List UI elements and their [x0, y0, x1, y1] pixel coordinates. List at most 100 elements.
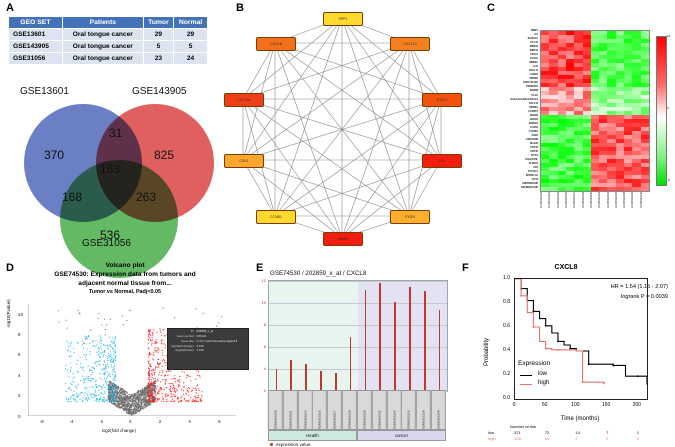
heatmap-cell — [607, 175, 616, 179]
network-node-col1a1[interactable]: COL1A1 — [224, 93, 264, 107]
volcano-point — [96, 398, 98, 400]
volcano-point — [194, 387, 197, 389]
volcano-point — [172, 378, 175, 380]
expression-bar[interactable] — [394, 301, 396, 391]
heatmap-cell — [565, 159, 575, 163]
volcano-point — [70, 383, 72, 385]
heatmap-cell — [640, 135, 649, 139]
heatmap-gene-label: ANKRD20A19P — [520, 186, 538, 190]
km-censor-mark — [532, 310, 535, 313]
volcano-point — [123, 390, 125, 393]
volcano-point — [105, 364, 107, 366]
network-node-cxcl10[interactable]: CXCL10 — [390, 37, 430, 51]
network-node-cxcl8[interactable]: CXCL8 — [256, 37, 296, 51]
network-node-mmp9[interactable]: MMP9 — [323, 232, 363, 246]
volcano-point — [154, 397, 157, 399]
volcano-point — [156, 388, 158, 390]
heatmap-cell — [599, 71, 608, 75]
heatmap-cell — [624, 83, 633, 87]
cell-geo-set: GSE31056 — [8, 52, 63, 65]
expression-bar[interactable] — [305, 363, 307, 391]
volcano-point — [169, 390, 172, 393]
km-censor-mark — [557, 349, 559, 351]
network-node-cdk1[interactable]: CDK1 — [224, 154, 264, 168]
heatmap-cell — [632, 139, 641, 143]
volcano-point — [197, 400, 200, 402]
volcano-point — [134, 402, 136, 405]
heatmap-cell — [541, 187, 550, 191]
heatmap-cell — [557, 39, 566, 43]
risk-value-high: 0 — [606, 436, 609, 441]
volcano-point — [124, 390, 127, 392]
volcano-point — [67, 400, 69, 402]
volcano-point — [136, 398, 138, 400]
volcano-point — [84, 342, 86, 345]
heatmap-cell — [640, 159, 649, 163]
expression-bar[interactable] — [275, 369, 278, 391]
volcano-point — [103, 360, 105, 362]
volcano-point — [77, 342, 79, 344]
volcano-point — [118, 396, 120, 398]
volcano-point — [142, 401, 144, 404]
expression-bar[interactable] — [364, 289, 367, 391]
volcano-point — [183, 399, 185, 401]
venn-count-only-a: 370 — [44, 148, 65, 162]
volcano-point — [170, 396, 172, 398]
volcano-point — [189, 375, 191, 378]
volcano-point — [82, 344, 84, 346]
network-node-ccnb1[interactable]: CCNB1 — [256, 210, 296, 224]
network-node-pxdn[interactable]: PXDN — [390, 210, 430, 224]
network-node-spp1[interactable]: SPP1 — [323, 12, 363, 26]
volcano-point — [99, 373, 101, 375]
volcano-point — [114, 371, 116, 373]
volcano-point — [102, 363, 105, 366]
heatmap-gene-label: MXD88 — [530, 89, 538, 93]
volcano-point — [105, 399, 107, 401]
volcano-point — [102, 398, 104, 401]
volcano-point — [74, 399, 76, 401]
heatmap-cell — [557, 95, 566, 99]
heatmap-cell — [549, 123, 558, 127]
expression-bar[interactable] — [290, 360, 293, 391]
expression-bar[interactable] — [438, 309, 441, 391]
expression-legend: expression value — [270, 442, 310, 447]
heatmap-cell — [541, 43, 550, 47]
volcano-point — [146, 399, 148, 401]
expression-bar[interactable] — [349, 337, 352, 391]
km-legend-high: high — [538, 380, 550, 386]
volcano-point — [139, 390, 141, 392]
heatmap-cell — [615, 83, 625, 87]
expression-bar[interactable] — [409, 286, 411, 391]
expression-bar[interactable] — [320, 371, 322, 391]
km-hr: HR = 1.54 (1.15 - 2.07) — [610, 284, 668, 290]
heatmap-cell — [557, 79, 566, 83]
heatmap-gene-label: KRT35 — [530, 149, 538, 153]
heatmap-cell — [615, 167, 625, 171]
heatmap-cell — [615, 155, 625, 159]
expression-bar[interactable] — [334, 373, 337, 391]
sample-id-text: GSM1922233 — [303, 410, 308, 429]
volcano-point — [106, 357, 109, 360]
expression-bar[interactable] — [379, 283, 382, 391]
volcano-point — [135, 402, 138, 404]
volcano-point — [71, 380, 73, 382]
volcano-point — [103, 396, 105, 398]
volcano-point — [148, 395, 150, 397]
heatmap-cell — [640, 163, 649, 167]
volcano-point — [147, 383, 150, 385]
volcano-point — [104, 366, 107, 368]
network-node-fn1[interactable]: FN1 — [422, 154, 462, 168]
heatmap-cell — [632, 95, 641, 99]
network-node-stat1[interactable]: STAT1 — [422, 93, 462, 107]
heatmap-cell — [607, 43, 616, 47]
heatmap-cell — [615, 35, 625, 39]
heatmap-cell — [557, 83, 566, 87]
heatmap-cell — [599, 35, 608, 39]
volcano-point — [83, 394, 86, 396]
volcano-point — [99, 398, 101, 400]
expression-bar[interactable] — [423, 290, 426, 391]
volcano-point — [124, 393, 126, 395]
heatmap-gene-label: KRT15 — [530, 145, 538, 149]
volcano-point — [100, 393, 102, 395]
volcano-point — [99, 335, 101, 337]
